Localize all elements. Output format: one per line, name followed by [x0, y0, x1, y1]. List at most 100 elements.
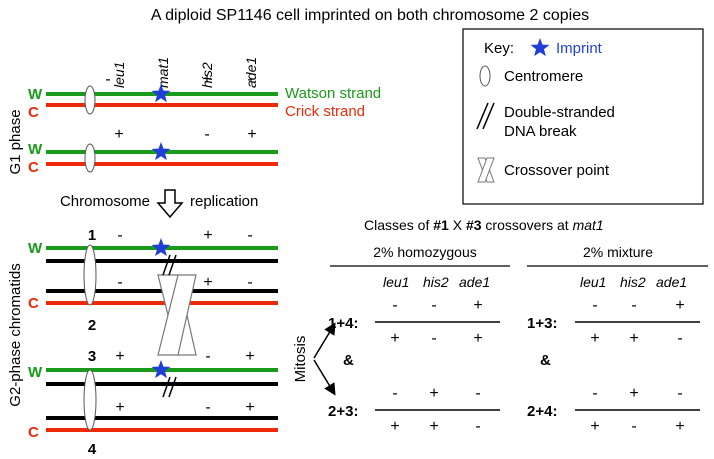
- class-left-1-top-1: +: [429, 385, 438, 402]
- mitosis-label: Mitosis: [292, 336, 309, 383]
- c1-leu1-marker: -: [117, 227, 122, 244]
- chromatid-number-4: 4: [88, 441, 97, 458]
- ampersand-right: &: [540, 352, 551, 369]
- class-right-1-top-0: -: [592, 385, 597, 402]
- homozygous-gene-leu1: leu1: [383, 274, 409, 290]
- key-centromere-icon: [479, 65, 491, 87]
- class-left-0-top-2: +: [473, 297, 482, 314]
- c2-his2-marker: +: [203, 274, 212, 291]
- mitosis-arrow-up-icon: [313, 322, 336, 359]
- classes-title: Classes of #1 X #3 crossovers at mat1: [364, 217, 604, 233]
- class-left-0-bottom-1: -: [431, 330, 436, 347]
- gene-label-mat1: mat1: [155, 57, 171, 88]
- g2a-c-label: C: [28, 295, 39, 312]
- c1-dsb-icon: [162, 254, 177, 276]
- g2b-c-label: C: [28, 424, 39, 441]
- chromatid-number-3: 3: [88, 348, 96, 365]
- mixture-heading: 2% mixture: [583, 244, 653, 260]
- class-right-0-label: 1+3:: [527, 315, 557, 332]
- key-title: Key:: [484, 40, 514, 57]
- c4-leu1-marker: +: [115, 399, 124, 416]
- g1a-c-label: C: [28, 104, 39, 121]
- g1a-leu1-marker: -: [105, 71, 110, 88]
- c3-imprint-star-icon: [151, 360, 171, 379]
- class-right-0-top-2: +: [675, 297, 684, 314]
- g1b-ade1-marker: +: [247, 126, 256, 143]
- class-left-0-bottom-2: +: [473, 330, 482, 347]
- c2-ade1-marker: -: [247, 274, 252, 291]
- c1-imprint-star-icon: [151, 238, 171, 257]
- homozygous-heading: 2% homozygous: [373, 244, 477, 260]
- c4-ade1-marker: +: [245, 399, 254, 416]
- class-right-1-top-2: -: [677, 385, 682, 402]
- class-right-0-top-0: -: [592, 297, 597, 314]
- class-left-1-top-0: -: [392, 385, 397, 402]
- g2a-centromere: [83, 244, 97, 306]
- figure-title: A diploid SP1146 cell imprinted on both …: [151, 7, 589, 24]
- gene-label-ade1: ade1: [243, 57, 259, 88]
- class-genotype-rows: 1+4:--++-+2+3:-+-++-1+3:--+++-2+4:-+-+-+: [328, 297, 700, 435]
- gene-label-his2: his2: [199, 62, 215, 88]
- g1a-centromere: [84, 85, 96, 115]
- c2-leu1-marker: -: [117, 274, 122, 291]
- replication-label-right: replication: [190, 193, 258, 210]
- g2a-w-label: W: [28, 240, 43, 257]
- ampersand-left: &: [343, 352, 354, 369]
- mitosis-arrow-down-icon: [313, 359, 336, 396]
- g1a-imprint-star-icon: [151, 84, 171, 103]
- key-dsb-label-1: Double-stranded: [504, 104, 615, 121]
- class-left-1-top-2: -: [475, 385, 480, 402]
- g1b-w-label: W: [28, 141, 43, 158]
- g2b-centromere: [83, 369, 97, 431]
- class-left-0-label: 1+4:: [328, 315, 358, 332]
- class-right-0-bottom-2: -: [677, 330, 682, 347]
- g1b-his2-marker: -: [204, 126, 209, 143]
- c1-ade1-marker: -: [247, 227, 252, 244]
- class-left-0-top-0: -: [392, 297, 397, 314]
- c4-his2-marker: -: [205, 399, 210, 416]
- class-left-0-bottom-0: +: [390, 330, 399, 347]
- crick-strand-label: Crick strand: [285, 103, 365, 120]
- chromatid-number-1: 1: [88, 227, 96, 244]
- g1b-c-label: C: [28, 159, 39, 176]
- watson-strand-label: Watson strand: [285, 85, 381, 102]
- c1-his2-marker: +: [203, 227, 212, 244]
- key-imprint-star-icon: [530, 38, 550, 57]
- class-right-0-bottom-1: +: [629, 330, 638, 347]
- g1a-w-label: W: [28, 86, 43, 103]
- gene-label-leu1: leu1: [111, 62, 127, 88]
- g1a-ade1-marker: -: [247, 71, 252, 88]
- g1-phase-label: G1 phase: [7, 109, 24, 174]
- key-centromere-label: Centromere: [504, 68, 583, 85]
- homozygous-gene-his2: his2: [423, 274, 449, 290]
- key-dsb-icon: [476, 102, 495, 130]
- key-crossover-label: Crossover point: [504, 162, 610, 179]
- key-box: [462, 28, 704, 205]
- mixture-gene-his2: his2: [620, 274, 646, 290]
- class-left-1-bottom-1: +: [429, 418, 438, 435]
- class-right-0-top-1: -: [631, 297, 636, 314]
- g2b-w-label: W: [28, 364, 43, 381]
- mixture-gene-ade1: ade1: [656, 274, 687, 290]
- replication-label-left: Chromosome: [60, 193, 150, 210]
- g1b-centromere: [84, 143, 96, 173]
- g1b-leu1-marker: +: [114, 126, 123, 143]
- class-right-0-bottom-0: +: [590, 330, 599, 347]
- chromatid-number-2: 2: [88, 317, 96, 334]
- class-left-1-bottom-0: +: [390, 418, 399, 435]
- g2-phase-label: G2-phase chromatids: [7, 263, 24, 406]
- c3-dsb-icon: [162, 376, 177, 398]
- c3-leu1-marker: +: [115, 348, 124, 365]
- class-right-1-bottom-0: +: [590, 418, 599, 435]
- g1a-his2-marker: +: [202, 71, 211, 88]
- class-right-1-top-1: +: [629, 385, 638, 402]
- replication-down-arrow-icon: [156, 189, 184, 219]
- mixture-gene-leu1: leu1: [580, 274, 606, 290]
- c3-his2-marker: -: [205, 348, 210, 365]
- class-left-1-bottom-2: -: [475, 418, 480, 435]
- class-right-1-bottom-2: +: [675, 418, 684, 435]
- key-crossover-icon: [477, 157, 495, 183]
- key-imprint-label: Imprint: [556, 40, 603, 57]
- homozygous-gene-ade1: ade1: [459, 274, 490, 290]
